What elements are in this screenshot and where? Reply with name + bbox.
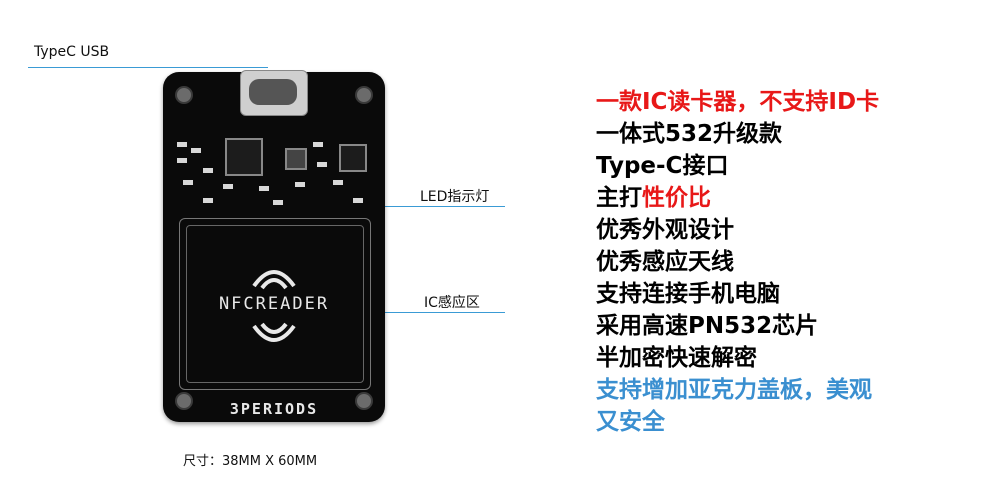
nfc-wave-icon-top — [252, 270, 296, 290]
mount-hole-br — [355, 392, 373, 410]
feature-8: 采用高速PN532芯片 — [596, 313, 819, 339]
usb-c-port — [240, 70, 308, 116]
feature-4: 主打性价比 — [596, 182, 956, 214]
main-chip — [225, 138, 263, 176]
nfc-wave-icon-bottom — [252, 322, 296, 342]
feature-5: 优秀外观设计 — [596, 217, 734, 243]
feature-10-line1: 支持增加亚克力盖板，美观 — [596, 377, 872, 403]
mount-hole-bl — [175, 392, 193, 410]
callout-usb: TypeC USB — [34, 44, 110, 60]
feature-4-highlight: 性价比 — [642, 185, 711, 211]
size-label: 尺寸：38MM X 60MM — [183, 454, 318, 469]
nfc-reader-board: NFCREADER 3PERIODS — [163, 70, 385, 422]
mount-hole-tl — [175, 86, 193, 104]
callout-ic-line — [385, 312, 505, 313]
callout-ic: IC感应区 — [424, 295, 480, 311]
feature-list: 一款IC读卡器，不支持ID卡 一体式532升级款 Type-C接口 主打性价比 … — [596, 86, 956, 438]
feature-2: 一体式532升级款 — [596, 121, 783, 147]
callout-led-line — [312, 206, 505, 207]
board-label-nfcreader: NFCREADER — [218, 294, 330, 314]
feature-9: 半加密快速解密 — [596, 345, 757, 371]
feature-6: 优秀感应天线 — [596, 249, 734, 275]
mount-hole-tr — [355, 86, 373, 104]
callout-led: LED指示灯 — [420, 189, 490, 205]
feature-10-line2: 又安全 — [596, 409, 665, 435]
feature-4-prefix: 主打 — [596, 185, 642, 211]
callout-usb-line — [28, 67, 268, 68]
feature-1: 一款IC读卡器，不支持ID卡 — [596, 89, 880, 115]
board-label-brand: 3PERIODS — [229, 400, 319, 418]
led-indicator — [285, 148, 307, 170]
ic-antenna-area — [179, 218, 371, 390]
small-chip — [339, 144, 367, 172]
feature-7: 支持连接手机电脑 — [596, 281, 780, 307]
feature-3: Type-C接口 — [596, 153, 729, 179]
